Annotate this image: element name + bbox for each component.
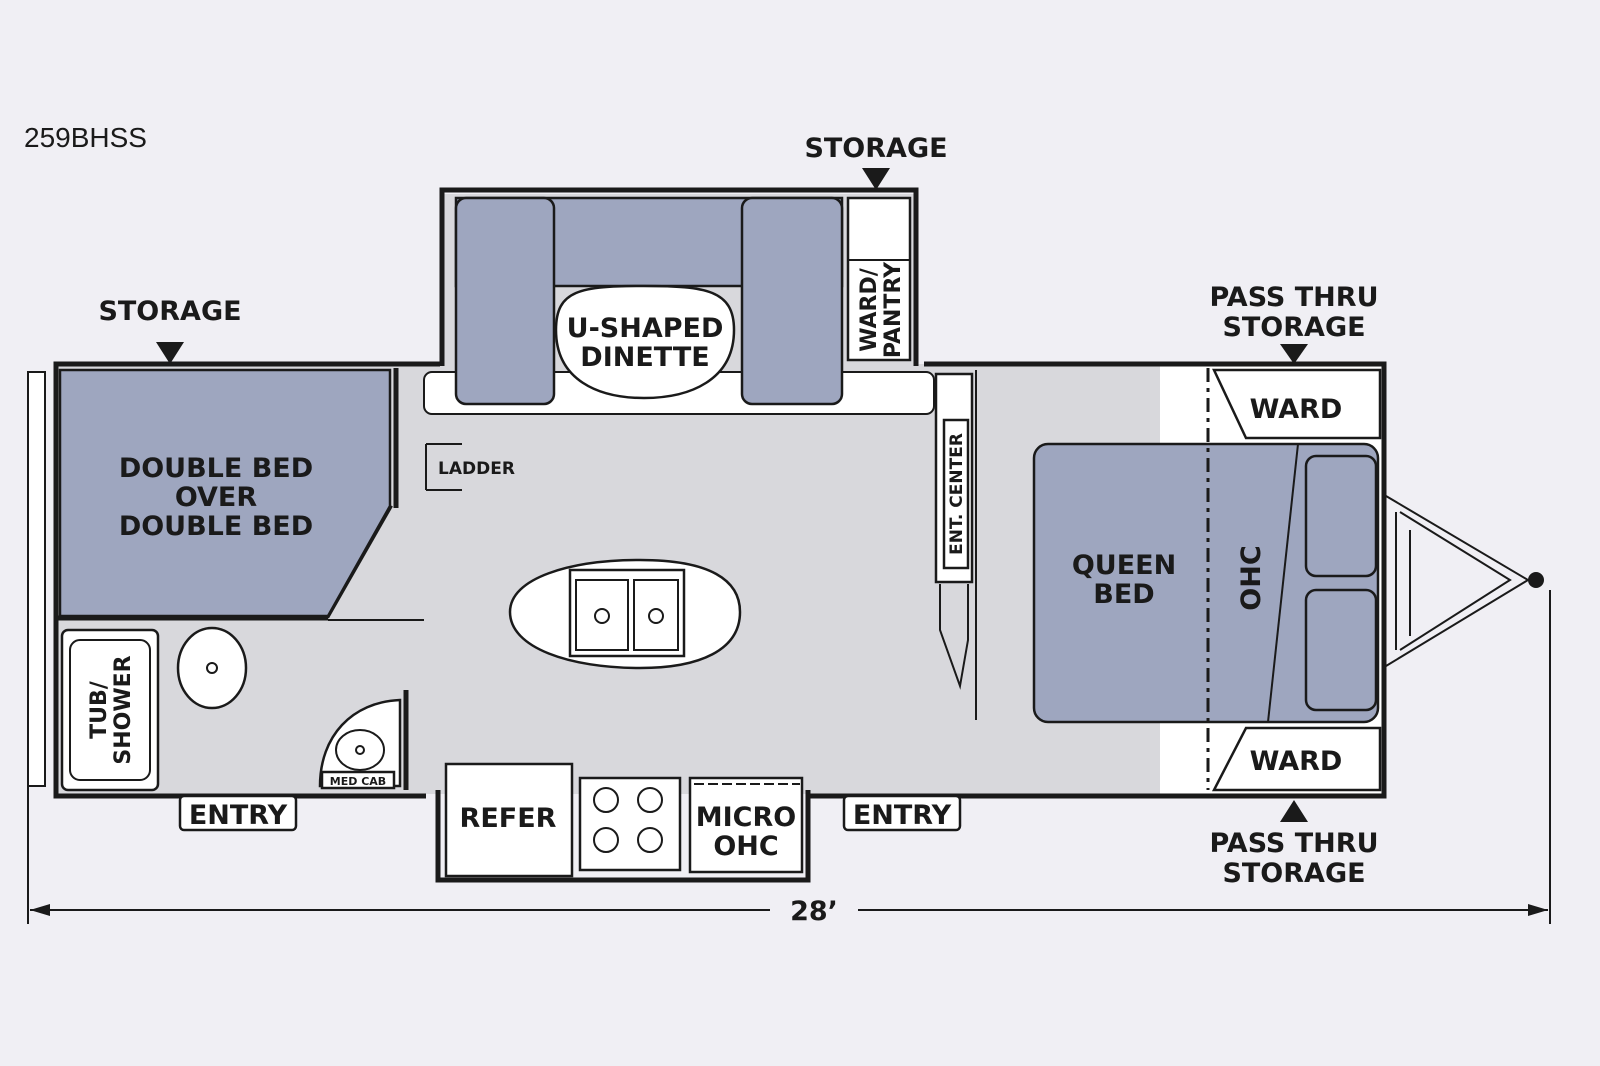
ward-pantry-line1: WARD/ <box>857 267 882 352</box>
ward-pantry-line2: PANTRY <box>881 261 906 358</box>
pass-thru-bottom-line1: PASS THRU <box>1209 828 1378 859</box>
tub-line1: TUB/ <box>87 680 112 739</box>
pass-thru-storage-top: PASS THRU STORAGE <box>1209 282 1379 364</box>
storage-top: STORAGE <box>804 133 948 190</box>
tub-line2: SHOWER <box>111 655 136 764</box>
bunk-beds: DOUBLE BED OVER DOUBLE BED <box>58 368 399 619</box>
storage-top-arrow <box>862 168 890 190</box>
pass-thru-bottom-line2: STORAGE <box>1222 858 1365 889</box>
entertainment-center: ENT. CENTER <box>934 370 977 720</box>
entry-right-label: ENTRY <box>853 800 952 831</box>
pass-thru-storage-bottom: PASS THRU STORAGE <box>1209 800 1379 889</box>
queen-line1: QUEEN <box>1072 550 1176 581</box>
entry-right: ENTRY <box>842 794 962 832</box>
entry-left: ENTRY <box>178 794 298 832</box>
ward-bottom: WARD <box>1211 726 1382 792</box>
queen-bed: QUEEN BED OHC <box>1032 368 1380 790</box>
micro-line1: MICRO <box>696 802 796 833</box>
bathroom: TUB/ SHOWER MED CAB <box>56 615 424 792</box>
med-cab-label: MED CAB <box>330 775 386 788</box>
dinette-line2: DINETTE <box>580 342 709 373</box>
kitchen-island <box>508 558 742 670</box>
storage-left-arrow <box>156 342 184 364</box>
pass-thru-top-line1: PASS THRU <box>1209 282 1378 313</box>
model-number: 259BHSS <box>24 122 147 153</box>
ward-top-label: WARD <box>1250 394 1343 425</box>
ent-center-label: ENT. CENTER <box>947 433 967 555</box>
queen-line2: BED <box>1093 579 1154 610</box>
refer-label: REFER <box>460 803 557 834</box>
length-dimension: 28’ <box>27 590 1551 927</box>
pass-thru-top-line2: STORAGE <box>1222 312 1365 343</box>
length-label: 28’ <box>790 896 838 927</box>
ward-top: WARD <box>1212 368 1382 440</box>
ward-bottom-label: WARD <box>1250 746 1343 777</box>
trailer-hitch <box>1385 495 1544 667</box>
storage-top-label: STORAGE <box>804 133 947 164</box>
ohc-label: OHC <box>1236 545 1267 610</box>
pass-thru-top-arrow <box>1280 344 1308 364</box>
ward-pantry: WARD/ PANTRY <box>846 196 912 362</box>
bunk-line2: OVER <box>175 482 258 513</box>
galley: REFER MICRO OHC <box>444 762 804 878</box>
micro-line2: OHC <box>713 831 778 862</box>
ladder: LADDER <box>425 443 515 491</box>
storage-left: STORAGE <box>98 296 242 364</box>
pass-thru-bottom-arrow <box>1280 800 1308 822</box>
dinette-line1: U-SHAPED <box>567 313 724 344</box>
bunk-line1: DOUBLE BED <box>119 453 313 484</box>
bunk-line3: DOUBLE BED <box>119 511 313 542</box>
u-shaped-dinette: U-SHAPED DINETTE <box>423 196 935 415</box>
storage-left-label: STORAGE <box>98 296 241 327</box>
entry-left-label: ENTRY <box>189 800 288 831</box>
ladder-label: LADDER <box>438 459 515 479</box>
